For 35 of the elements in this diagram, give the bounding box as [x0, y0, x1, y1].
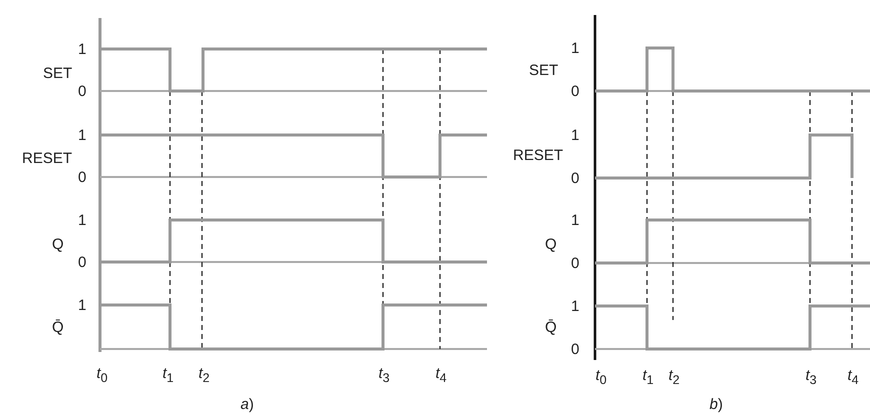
- level-label: 1: [78, 40, 86, 58]
- level-label: 0: [78, 254, 86, 270]
- time-label: t$_{4}$: [436, 365, 447, 387]
- level-label: 1: [78, 212, 86, 228]
- time-label: t$_{3}$: [378, 365, 390, 387]
- time-label: t$_{0}$: [596, 367, 607, 389]
- level-label: 0: [571, 254, 580, 272]
- panel-label: b): [710, 396, 723, 412]
- signal-name: Q̄: [545, 318, 557, 336]
- level-label: 1: [78, 296, 86, 314]
- level-label: 1: [78, 126, 86, 144]
- time-label: t$_{1}$: [642, 367, 654, 389]
- signal-name: RESET: [513, 146, 564, 164]
- signal-name: SET: [529, 62, 558, 78]
- signal-name: Q: [52, 236, 64, 252]
- signal-name: Q̄: [52, 318, 64, 336]
- level-label: 0: [78, 168, 86, 186]
- time-label: t$_{0}$: [96, 365, 108, 387]
- level-label: 0: [78, 82, 86, 100]
- signal-name: SET: [43, 64, 72, 82]
- signal-name: Q: [545, 236, 557, 252]
- level-label: 0: [571, 340, 580, 358]
- time-label: t$_{2}$: [668, 367, 680, 389]
- level-label: 0: [571, 170, 580, 186]
- time-label: t$_{2}$: [198, 365, 210, 387]
- signal-name: RESET: [22, 150, 72, 166]
- time-label: t$_{4}$: [848, 367, 859, 389]
- panel-label: a): [240, 396, 254, 412]
- level-label: 0: [571, 82, 580, 100]
- level-label: 1: [571, 40, 580, 56]
- level-label: 1: [571, 212, 580, 228]
- level-label: 1: [571, 298, 580, 314]
- level-label: 1: [571, 126, 580, 144]
- time-label: t$_{1}$: [162, 365, 174, 387]
- time-label: t$_{3}$: [806, 367, 817, 389]
